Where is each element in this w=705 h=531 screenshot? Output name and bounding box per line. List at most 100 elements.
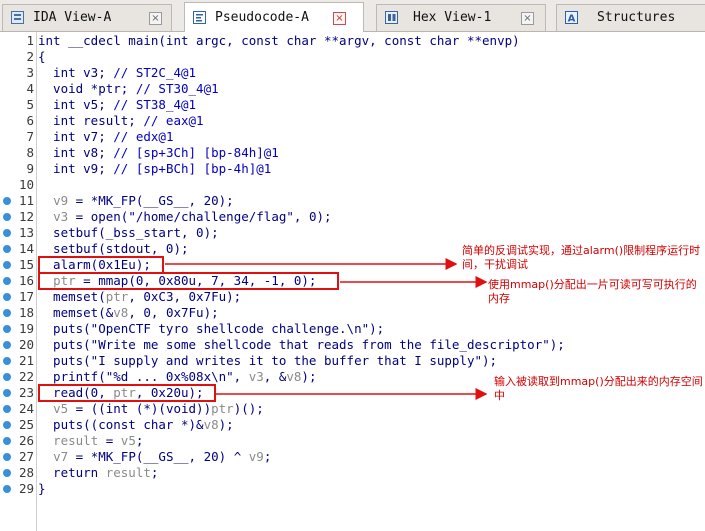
line-number: 6 <box>26 113 34 128</box>
code-line[interactable]: 8 int v8; // [sp+3Ch] [bp-84h]@1 <box>0 145 705 161</box>
line-number: 14 <box>18 241 34 256</box>
breakpoint-dot-icon[interactable] <box>3 325 11 333</box>
code-line[interactable]: 11 v9 = *MK_FP(__GS__, 20); <box>0 193 705 209</box>
code-line[interactable]: 25 puts((const char *)&v8); <box>0 417 705 433</box>
breakpoint-dot-icon[interactable] <box>3 229 11 237</box>
code-line[interactable]: 2{ <box>0 49 705 65</box>
code-line[interactable]: 10 <box>0 177 705 193</box>
code-line[interactable]: 29} <box>0 481 705 497</box>
code-line[interactable]: 22 printf("%d ... 0x%08x\n", v3, &v8); <box>0 369 705 385</box>
code-line[interactable]: 24 v5 = ((int (*)(void))ptr)(); <box>0 401 705 417</box>
line-number: 25 <box>18 417 34 432</box>
code-line[interactable]: 4 void *ptr; // ST30_4@1 <box>0 81 705 97</box>
code-variable: result <box>53 433 99 448</box>
code-token: ; <box>263 449 272 464</box>
code-comment: // [sp+3Ch] [bp-84h]@1 <box>113 145 279 160</box>
code-text: int __cdecl main(int argc, const char **… <box>38 33 520 49</box>
breakpoint-dot-icon[interactable] <box>3 341 11 349</box>
code-line[interactable]: 5 int v5; // ST38_4@1 <box>0 97 705 113</box>
code-token: return <box>38 465 106 480</box>
code-token: setbuf(stdout, 0); <box>38 241 189 256</box>
line-number: 15 <box>18 257 34 272</box>
tab-label: Hex View-1 <box>413 10 492 25</box>
tab-ida-view-a[interactable]: IDA View-A × <box>2 4 172 31</box>
code-line[interactable]: 26 result = v5; <box>0 433 705 449</box>
code-line[interactable]: 6 int result; // eax@1 <box>0 113 705 129</box>
tab-label: IDA View-A <box>33 10 112 25</box>
line-number: 28 <box>18 465 34 480</box>
code-text: setbuf(stdout, 0); <box>38 241 189 257</box>
code-line[interactable]: 23 read(0, ptr, 0x20u); <box>0 385 705 401</box>
code-token: } <box>38 481 46 496</box>
tab-hex-view-1[interactable]: Hex View-1 × <box>376 4 546 31</box>
tab-bar: IDA View-A × Pseudocode-A × Hex View-1 ×… <box>0 0 705 32</box>
line-number: 24 <box>18 401 34 416</box>
code-text: { <box>38 49 46 65</box>
code-token: = *MK_FP(__GS__, 20) ^ <box>68 449 249 464</box>
breakpoint-dot-icon[interactable] <box>3 357 11 365</box>
code-line[interactable]: 3 int v3; // ST2C_4@1 <box>0 65 705 81</box>
code-line[interactable]: 9 int v9; // [sp+BCh] [bp-4h]@1 <box>0 161 705 177</box>
code-comment: // edx@1 <box>113 129 174 144</box>
code-variable: v5 <box>120 433 136 448</box>
code-token: setbuf(_bss_start, 0); <box>38 225 219 240</box>
breakpoint-dot-icon[interactable] <box>3 373 11 381</box>
close-icon[interactable]: × <box>333 12 346 25</box>
breakpoint-dot-icon[interactable] <box>3 405 11 413</box>
tab-pseudocode-a[interactable]: Pseudocode-A × <box>184 2 364 32</box>
tab-label: Structures <box>597 10 676 25</box>
code-line[interactable]: 27 v7 = *MK_FP(__GS__, 20) ^ v9; <box>0 449 705 465</box>
breakpoint-dot-icon[interactable] <box>3 389 11 397</box>
close-icon[interactable]: × <box>521 12 534 25</box>
code-text: v3 = open("/home/challenge/flag", 0); <box>38 209 331 225</box>
breakpoint-dot-icon[interactable] <box>3 469 11 477</box>
breakpoint-dot-icon[interactable] <box>3 485 11 493</box>
breakpoint-dot-icon[interactable] <box>3 213 11 221</box>
code-text: printf("%d ... 0x%08x\n", v3, &v8); <box>38 369 316 385</box>
breakpoint-dot-icon[interactable] <box>3 437 11 445</box>
code-line[interactable]: 19 puts("OpenCTF tyro shellcode challeng… <box>0 321 705 337</box>
code-variable: v7 <box>53 449 69 464</box>
tab-structures[interactable]: A Structures <box>556 4 705 31</box>
line-number: 26 <box>18 433 34 448</box>
code-text: puts("Write me some shellcode that reads… <box>38 337 565 353</box>
breakpoint-dot-icon[interactable] <box>3 261 11 269</box>
code-variable: v8 <box>203 417 219 432</box>
code-line[interactable]: 17 memset(ptr, 0xC3, 0x7Fu); <box>0 289 705 305</box>
breakpoint-dot-icon[interactable] <box>3 277 11 285</box>
code-line[interactable]: 18 memset(&v8, 0, 0x7Fu); <box>0 305 705 321</box>
highlight-mmap <box>38 272 339 290</box>
code-variable: v8 <box>113 305 129 320</box>
breakpoint-dot-icon[interactable] <box>3 293 11 301</box>
highlight-read <box>38 384 216 402</box>
structures-icon: A <box>565 11 578 24</box>
code-token: memset( <box>38 289 106 304</box>
code-text: int v7; // edx@1 <box>38 129 173 145</box>
code-token: ; <box>135 433 144 448</box>
code-text: alarm(0x1Eu); <box>38 257 151 273</box>
breakpoint-dot-icon[interactable] <box>3 309 11 317</box>
code-line[interactable]: 7 int v7; // edx@1 <box>0 129 705 145</box>
code-line[interactable]: 28 return result; <box>0 465 705 481</box>
breakpoint-dot-icon[interactable] <box>3 421 11 429</box>
code-comment: // ST38_4@1 <box>113 97 197 112</box>
breakpoint-dot-icon[interactable] <box>3 245 11 253</box>
close-icon[interactable]: × <box>149 12 162 25</box>
breakpoint-dot-icon[interactable] <box>3 453 11 461</box>
code-line[interactable]: 15 alarm(0x1Eu); <box>0 257 705 273</box>
code-line[interactable]: 12 v3 = open("/home/challenge/flag", 0); <box>0 209 705 225</box>
code-line[interactable]: 16 ptr = mmap(0, 0x80u, 7, 34, -1, 0); <box>0 273 705 289</box>
code-variable: ptr <box>53 273 76 288</box>
code-text: int v3; // ST2C_4@1 <box>38 65 196 81</box>
line-number: 10 <box>18 177 34 192</box>
line-number: 27 <box>18 449 34 464</box>
line-number: 16 <box>18 273 34 288</box>
code-line[interactable]: 20 puts("Write me some shellcode that re… <box>0 337 705 353</box>
breakpoint-dot-icon[interactable] <box>3 197 11 205</box>
code-line[interactable]: 21 puts("I supply and writes it to the b… <box>0 353 705 369</box>
code-line[interactable]: 13 setbuf(_bss_start, 0); <box>0 225 705 241</box>
line-number: 23 <box>18 385 34 400</box>
line-number: 3 <box>26 65 34 80</box>
code-line[interactable]: 14 setbuf(stdout, 0); <box>0 241 705 257</box>
